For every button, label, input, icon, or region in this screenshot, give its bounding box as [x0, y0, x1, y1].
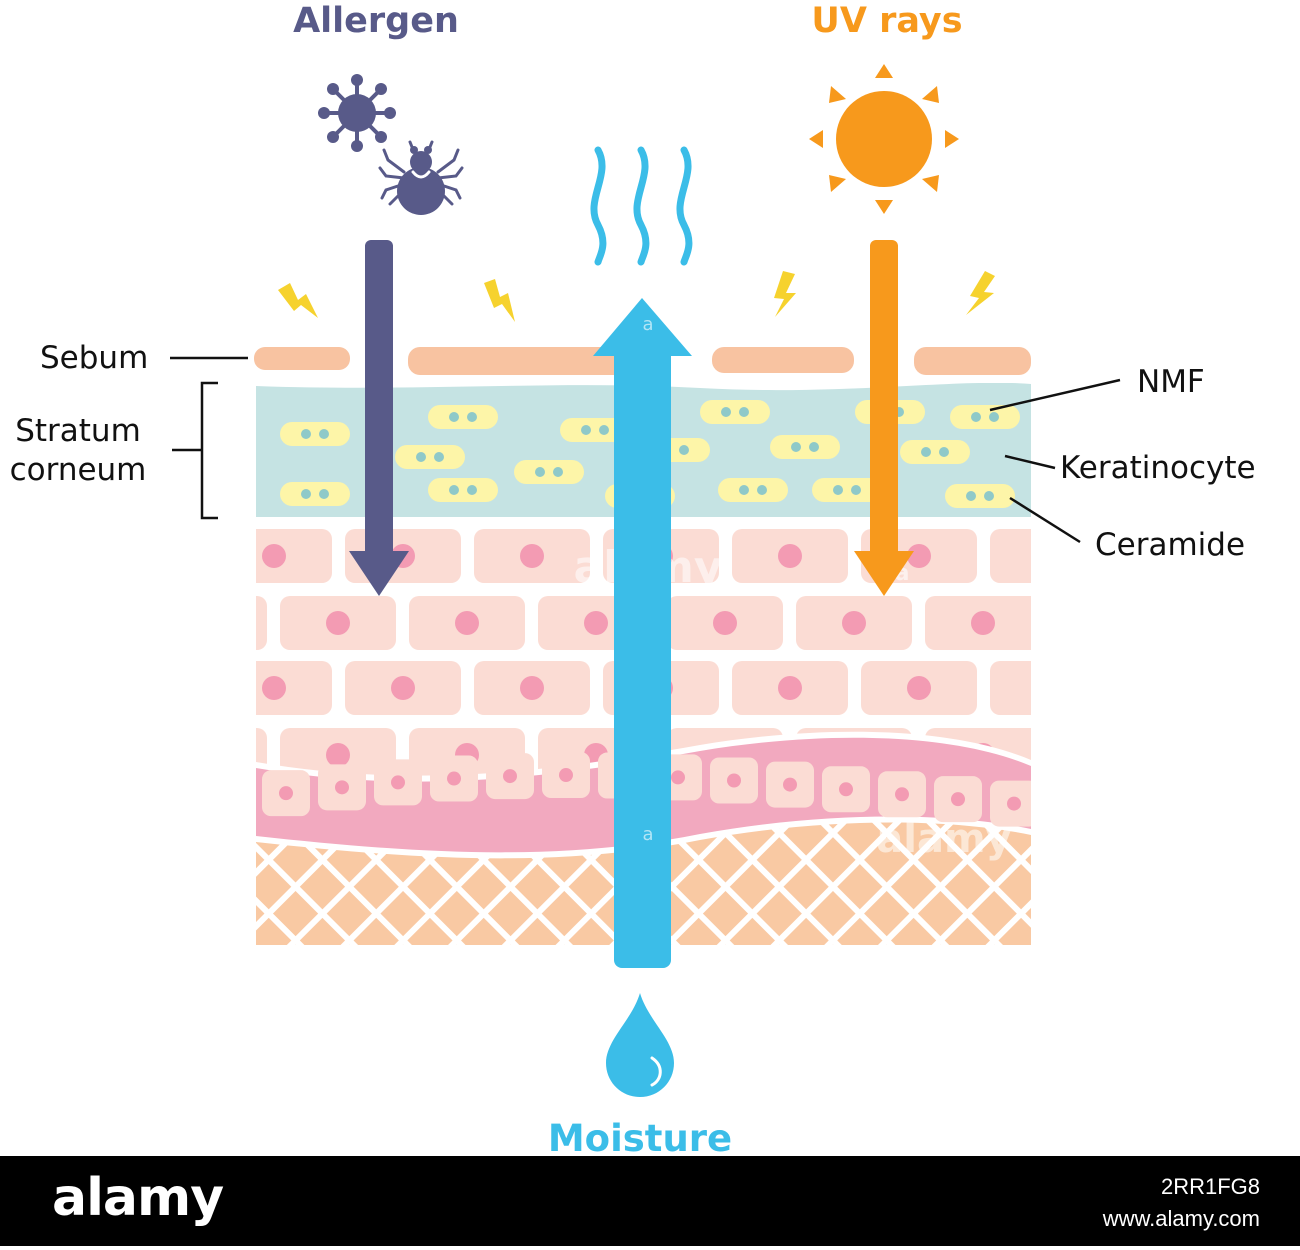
moisture-arrow	[593, 298, 692, 968]
epidermis-cell	[990, 529, 1031, 583]
stratum-label-line2: corneum	[10, 452, 147, 488]
epidermis-cell	[345, 661, 461, 715]
sun-icon	[809, 64, 959, 214]
ceramide-capsule	[812, 478, 882, 502]
alamy-url: www.alamy.com	[1102, 1206, 1260, 1231]
epidermis-cell	[732, 529, 848, 583]
basal-cell	[822, 766, 870, 813]
ceramide-capsule	[718, 478, 788, 502]
keratinocyte-label: Keratinocyte	[1060, 450, 1256, 486]
ceramide-capsule	[514, 460, 584, 484]
basal-cell	[374, 759, 422, 806]
epidermis-cell	[256, 529, 332, 583]
ceramide-capsule	[945, 484, 1015, 508]
epidermis-cell	[732, 661, 848, 715]
nmf-leader-line	[989, 378, 1121, 412]
epidermis-cell	[280, 596, 396, 650]
basal-cell	[430, 755, 478, 802]
ceramide-capsule	[770, 435, 840, 459]
ceramide-capsule	[700, 400, 770, 424]
basal-cell	[262, 770, 310, 817]
nmf-label: NMF	[1137, 364, 1205, 400]
water-drop-icon	[606, 993, 674, 1097]
basal-cell	[766, 761, 814, 808]
epidermis-cell	[861, 661, 977, 715]
uv-arrow	[854, 240, 914, 596]
epidermis-cell	[474, 661, 590, 715]
basal-cell	[318, 764, 366, 811]
basal-cell	[878, 771, 926, 818]
epidermis-cell	[667, 596, 783, 650]
image-id: 2RR1FG8	[1160, 1174, 1260, 1199]
ceramide-capsule	[900, 440, 970, 464]
alamy-footer: alamy 2RR1FG8 www.alamy.com	[0, 1156, 1300, 1246]
ceramide-capsule	[950, 405, 1020, 429]
ceramide-capsule	[395, 445, 465, 469]
epidermis-cell	[474, 529, 590, 583]
alamy-logo: alamy	[52, 1168, 224, 1228]
virus-icon	[318, 74, 396, 152]
epidermis-cell	[256, 728, 267, 782]
ceramide-leader-line	[1009, 496, 1081, 544]
ceramide-capsule	[428, 478, 498, 502]
ceramide-label: Ceramide	[1095, 527, 1245, 563]
epidermis-cell	[280, 728, 396, 782]
basal-cell	[934, 776, 982, 823]
watermark-a-4: a	[642, 824, 653, 845]
epidermis-cell	[925, 596, 1031, 650]
epidermis-cell	[796, 596, 912, 650]
allergen-arrow	[349, 240, 409, 596]
watermark-a-3: a	[642, 314, 653, 335]
basal-cell	[990, 780, 1031, 827]
uv-rays-title: UV rays	[811, 1, 962, 41]
keratinocyte-leader-line	[1004, 454, 1056, 470]
ceramide-capsule	[428, 405, 498, 429]
stratum-label-line1: Stratum	[15, 413, 141, 449]
allergen-title: Allergen	[293, 1, 459, 41]
epidermis-cell	[256, 661, 332, 715]
epidermis-cell	[409, 596, 525, 650]
spark-icon	[278, 271, 995, 322]
basal-cell	[486, 753, 534, 800]
mite-icon	[378, 140, 464, 215]
epidermis-cell	[990, 661, 1031, 715]
basal-cell	[542, 752, 590, 799]
ceramide-capsule	[280, 482, 350, 506]
ceramide-capsule	[560, 418, 630, 442]
sebum-label: Sebum	[40, 340, 148, 376]
basal-cell	[710, 757, 758, 804]
epidermis-cell	[256, 596, 267, 650]
stratum-bracket	[200, 381, 218, 520]
basal-cells	[262, 752, 1031, 827]
heat-wave-icon	[590, 146, 693, 266]
moisture-title: Moisture	[548, 1117, 732, 1160]
ceramide-capsule	[280, 422, 350, 446]
watermark-right: alamy	[876, 816, 1011, 862]
